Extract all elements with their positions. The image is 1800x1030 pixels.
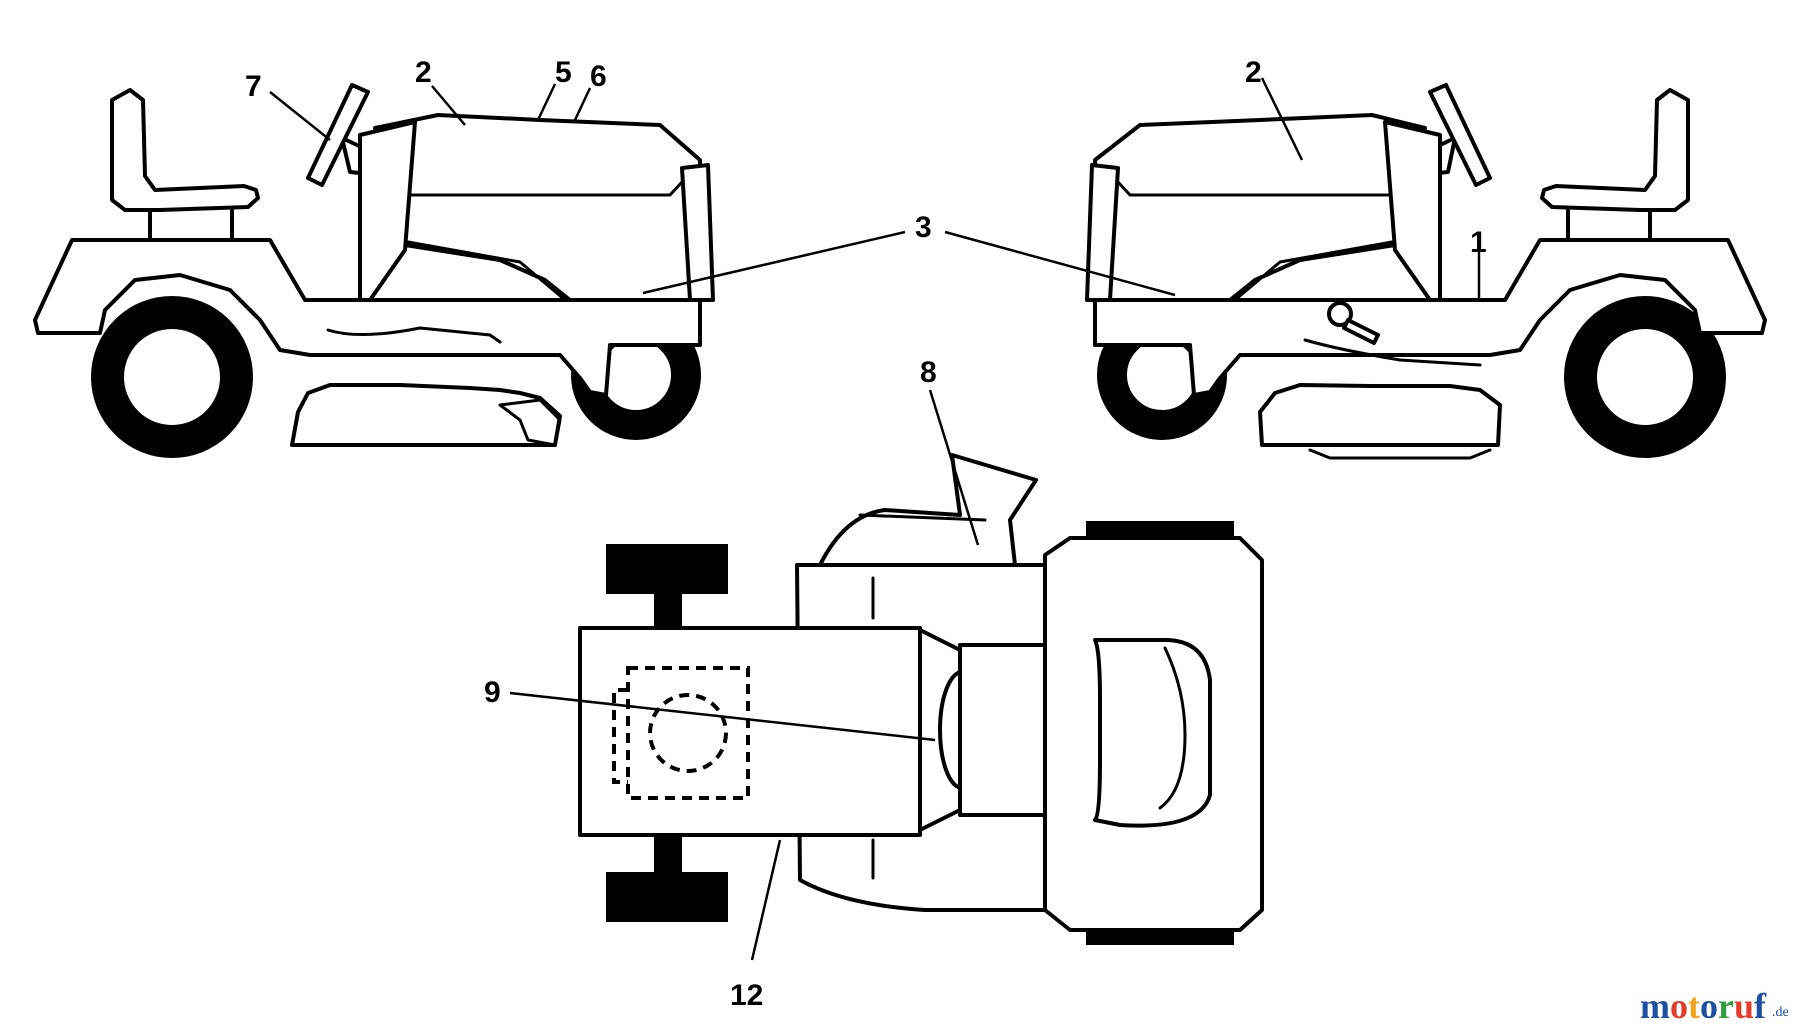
lift-lever-knob bbox=[1327, 301, 1353, 327]
grille-left bbox=[680, 163, 715, 302]
wm-suffix: .de bbox=[1772, 1005, 1789, 1020]
callout-6: 6 bbox=[590, 60, 607, 93]
callout-8: 8 bbox=[920, 356, 937, 389]
fender-left bbox=[33, 238, 702, 397]
callout-7: 7 bbox=[245, 70, 262, 103]
headlight-lens bbox=[1093, 638, 1212, 828]
front-tire-top-left bbox=[1086, 521, 1234, 537]
leader-lines bbox=[269, 77, 1481, 961]
callout-1: 1 bbox=[1470, 226, 1487, 259]
grille-right bbox=[1085, 163, 1120, 302]
engine-outline-dashed bbox=[626, 666, 750, 800]
callout-2-left: 2 bbox=[415, 56, 432, 89]
callout-labels: 7 2 5 6 3 2 1 8 9 12 bbox=[245, 56, 1487, 1012]
discharge-chute-top bbox=[818, 453, 1038, 567]
seat-left bbox=[110, 88, 260, 212]
callout-12: 12 bbox=[730, 979, 763, 1012]
tractor-right-side-view bbox=[1085, 83, 1767, 460]
callout-3: 3 bbox=[915, 211, 932, 244]
mower-deck-left bbox=[290, 383, 562, 447]
front-tire-top-right bbox=[1086, 929, 1234, 945]
tractor-left-side-view bbox=[33, 83, 715, 458]
hood-left bbox=[373, 113, 702, 302]
tractor-top-view bbox=[578, 453, 1264, 945]
steering-wheel-right bbox=[1428, 83, 1492, 187]
motoruf-watermark: motoruf .de bbox=[1640, 986, 1789, 1026]
hood-right bbox=[1093, 113, 1427, 302]
wm-letter: t bbox=[1688, 986, 1700, 1026]
callout-9: 9 bbox=[484, 676, 501, 709]
svg-text:motoruf: motoruf bbox=[1640, 986, 1767, 1026]
seat-right bbox=[1540, 88, 1690, 212]
callout-2-right: 2 bbox=[1245, 56, 1262, 89]
discharge-chute-left bbox=[498, 398, 562, 447]
wm-letter: u bbox=[1734, 986, 1754, 1026]
wm-letter: m bbox=[1640, 986, 1670, 1026]
wm-letter: o bbox=[1700, 986, 1718, 1026]
wm-letter: r bbox=[1718, 986, 1734, 1026]
steering-wheel-left bbox=[306, 83, 370, 187]
wm-letter: o bbox=[1670, 986, 1688, 1026]
rear-tire-top-right bbox=[606, 872, 728, 922]
rear-tire-top-left bbox=[606, 544, 728, 594]
callout-5: 5 bbox=[555, 56, 572, 89]
rear-body-top bbox=[578, 626, 922, 837]
mower-deck-right bbox=[1258, 383, 1502, 447]
fender-right bbox=[1093, 238, 1767, 397]
wm-letter: f bbox=[1754, 986, 1767, 1026]
